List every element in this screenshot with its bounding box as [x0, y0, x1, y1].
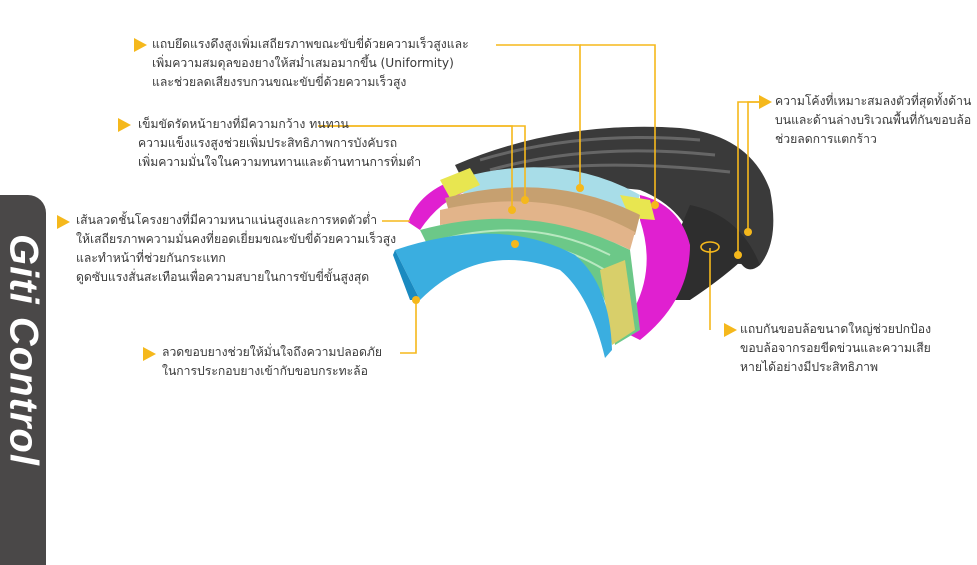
callout-line: แถบกันขอบล้อขนาดใหญ่ช่วยปกป้อง: [740, 322, 932, 336]
callout-line: ในการประกอบยางเข้ากับขอบกระทะล้อ: [162, 364, 368, 378]
callout-line: และช่วยลดเสียงรบกวนขณะขับขี่ด้วยความเร็ว…: [152, 75, 407, 89]
steel-belt-layer: [445, 187, 640, 235]
leader-cap-ply-b: [580, 44, 656, 205]
brand-band: [0, 195, 46, 565]
arrow-icon: [724, 323, 737, 337]
arrow-icon: [118, 118, 131, 132]
inner-liner: [395, 233, 612, 358]
leader-sidewall-b: [747, 101, 760, 232]
arrow-icon: [759, 95, 772, 109]
callout-line: ให้เสถียรภาพความมั่นคงที่ยอดเยี่ยมขณะขับ…: [76, 232, 397, 246]
inner-liner-edge: [393, 250, 420, 300]
callout-line: บนและด้านล่างบริเวณพื้นที่กันขอบล้อ: [775, 113, 972, 127]
callout-bead-wire: ลวดขอบยางช่วยให้มั่นใจถึงความปลอดภัย ในก…: [162, 343, 382, 381]
carcass-layer: [420, 218, 640, 345]
callout-cap-ply: แถบยึดแรงดึงสูงเพิ่มเสถียรภาพขณะขับขี่ด้…: [152, 35, 469, 92]
callout-line: และทำหน้าที่ช่วยกันกระแทก: [76, 251, 226, 265]
callout-line: แถบยึดแรงดึงสูงเพิ่มเสถียรภาพขณะขับขี่ด้…: [152, 37, 469, 51]
arrow-icon: [134, 38, 147, 52]
leader-steel-belt-b: [318, 125, 513, 210]
callout-line: เพิ่มความสมดุลของยางให้สม่ำเสมอมากขึ้น (…: [152, 56, 454, 70]
callout-line: เพิ่มความมั่นใจในความทนทานและต้านทานการท…: [138, 155, 422, 169]
callout-line: เข็มขัดรัดหน้ายางที่มีความกว้าง ทนทาน: [138, 117, 349, 131]
leader-bead: [400, 300, 417, 354]
callout-steel-belt: เข็มขัดรัดหน้ายางที่มีความกว้าง ทนทาน คว…: [138, 115, 421, 172]
callout-line: ช่วยลดการแตกร้าว: [775, 132, 877, 146]
arrow-icon: [57, 215, 70, 229]
steel-belt-layer-2: [440, 201, 635, 250]
callout-line: ความแข็งแรงสูงช่วยเพิ่มประสิทธิภาพการบัง…: [138, 136, 398, 150]
callout-line: ความโค้งที่เหมาะสมลงตัวที่สุดทั้งด้าน: [775, 94, 972, 108]
callout-carcass: เส้นลวดชั้นโครงยางที่มีความหนาแน่นสูงและ…: [76, 211, 396, 287]
callout-line: ขอบล้อจากรอยขีดข่วนและความเสีย: [740, 341, 931, 355]
callout-line: เส้นลวดชั้นโครงยางที่มีความหนาแน่นสูงและ…: [76, 213, 378, 227]
arrow-icon: [143, 347, 156, 361]
magenta-layer-right: [620, 195, 690, 340]
leader-dots: [412, 184, 752, 304]
callout-rim-protector: แถบกันขอบล้อขนาดใหญ่ช่วยปกป้อง ขอบล้อจาก…: [740, 320, 931, 377]
callout-line: ดูดซับแรงสั่นสะเทือนเพื่อความสบายในการขั…: [76, 270, 370, 284]
leader-lines: [318, 44, 760, 354]
callout-line: หายได้อย่างมีประสิทธิภาพ: [740, 360, 879, 374]
callout-line: ลวดขอบยางช่วยให้มั่นใจถึงความปลอดภัย: [162, 345, 383, 359]
rim-protector-marker: [700, 241, 720, 253]
callout-sidewall-curve: ความโค้งที่เหมาะสมลงตัวที่สุดทั้งด้าน บน…: [775, 92, 971, 149]
belt-edge-left: [440, 168, 480, 198]
